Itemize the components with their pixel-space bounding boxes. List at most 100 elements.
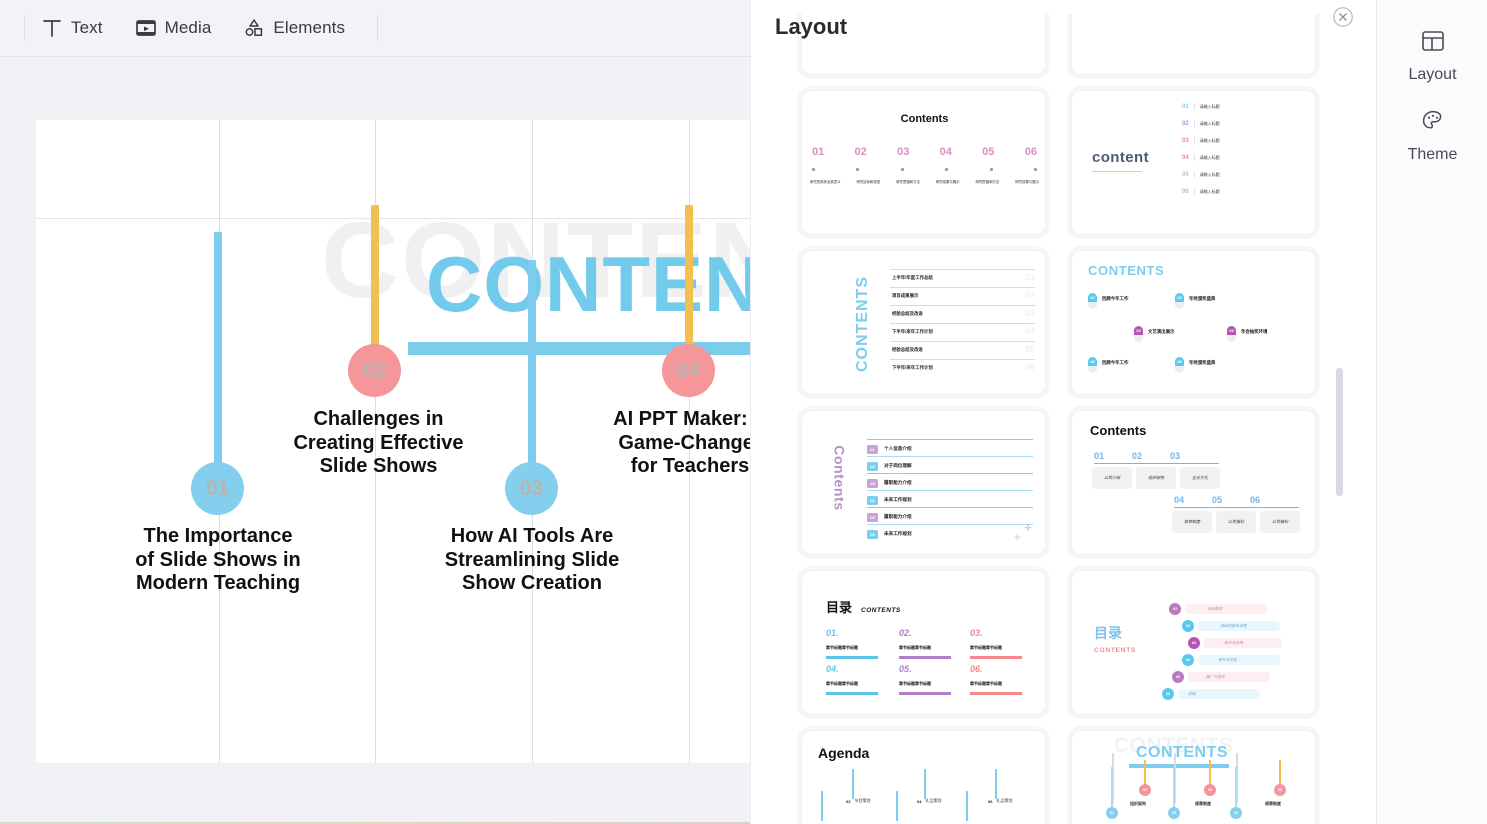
thumb-row-number: 04	[1182, 154, 1189, 161]
thumb-cell-number: 02.	[899, 628, 912, 638]
sparkle-icon: ✛	[1014, 533, 1021, 542]
layout-thumbnail[interactable]: 目录 CONTENTS 01 活动概述 02 活动内容与议程 03	[1071, 570, 1316, 715]
thumb-item-text: 规章制度	[1195, 801, 1211, 806]
thumb-row-number: 03	[1024, 308, 1035, 318]
panel-header-mask	[751, 0, 1376, 14]
thumb-card: 企业文化	[1180, 467, 1220, 489]
layout-thumbnail[interactable]: CONTENTS 01 回顾今年工作 03 年终颁奖盛典 02 文艺演出展示	[1071, 250, 1316, 395]
thumb-cell-text: 章节标题章节标题	[970, 681, 1002, 686]
layout-thumbnail[interactable]: CONTENTS CONTENTS 02 04	[1071, 730, 1316, 824]
node-03[interactable]: 03	[505, 462, 558, 515]
thumb-title: Contents	[900, 113, 949, 125]
thumb-item-number: 04	[917, 798, 922, 804]
thumb-caption: 研究的现状及其意义	[810, 180, 841, 184]
thumb-item-text: 合作与支持	[1204, 638, 1282, 648]
layout-thumbnail-scroll[interactable]: Contents 01 02 03 04 05 06	[751, 0, 1376, 824]
thumb-row-text: 请输入标题	[1199, 120, 1220, 126]
layout-thumbnail[interactable]: content 01 请输入标题 02 请输入标题	[1071, 90, 1316, 235]
node-02[interactable]: 02	[348, 344, 401, 397]
thumb-row-text: 未来工作规划	[884, 497, 912, 502]
stem-01	[214, 232, 222, 482]
thumb-row-text: 请输入标题	[1199, 171, 1220, 177]
rail-item-layout[interactable]: Layout	[1377, 28, 1487, 84]
thumb-row-text: 经验总结及改进	[892, 347, 923, 352]
thumb-cell-text: 章节标题章节标题	[899, 645, 931, 650]
thumb-title: CONTENTS	[853, 275, 871, 372]
thumb-row-text: 履职能力介绍	[884, 514, 912, 519]
node-label-line: Game-Changer	[618, 431, 750, 454]
sparkle-icon: ✛	[1024, 523, 1032, 533]
toolbar-elements-button[interactable]: Elements	[227, 8, 361, 48]
panel-scrollbar-thumb[interactable]	[1336, 368, 1343, 496]
node-label-03: How AI Tools Are Streamlining Slide Show…	[424, 525, 640, 596]
media-icon	[135, 17, 157, 39]
node-label-line: Show Creation	[461, 572, 602, 595]
thumb-caption: 研究思路和方法	[975, 180, 1000, 184]
layout-thumbnail[interactable]: Agenda 02 节目策划 04 礼品策划	[801, 730, 1046, 824]
close-icon[interactable]	[1332, 6, 1354, 28]
thumb-row-text: 个人信息介绍	[884, 446, 912, 451]
slide-blue-title[interactable]: CONTENTS	[426, 240, 750, 328]
thumb-title: 目录	[1094, 625, 1122, 641]
thumb-row-text: 下半年/来年工作计划	[892, 329, 933, 334]
layout-thumbnail[interactable]: Contents 01 02 03 04 05 06	[801, 90, 1046, 235]
layout-icon	[1420, 28, 1446, 59]
slide-canvas[interactable]: CONTENTS CONTENTS 01 The Importance of S…	[36, 120, 750, 763]
stem-02	[371, 205, 379, 365]
thumb-row-number: 06	[1024, 362, 1035, 372]
thumb-number: 01	[1094, 451, 1105, 461]
thumb-cell-text: 章节标题章节标题	[826, 645, 858, 650]
guide-line-horizontal	[36, 218, 750, 219]
layout-thumbnail[interactable]: Contents 01 02 03 公司介绍 组织架构 企业文化 04	[1071, 410, 1316, 555]
thumb-row-text: 对于岗位理解	[884, 463, 912, 468]
toolbar-text-button[interactable]: Text	[25, 8, 119, 48]
node-04[interactable]: 04	[662, 344, 715, 397]
thumb-card: 公司福利	[1216, 511, 1256, 533]
panel-title: Layout	[775, 14, 848, 39]
thumb-cell-number: 05.	[899, 664, 912, 674]
thumb-item-text: 节目策划	[854, 798, 871, 803]
thumb-number: 04	[1174, 495, 1185, 505]
node-01[interactable]: 01	[191, 462, 244, 515]
thumb-number: 05	[982, 146, 995, 158]
node-label-line: Slide Shows	[319, 455, 438, 478]
thumb-row-number: 03	[1182, 137, 1189, 144]
node-label-04: AI PPT Maker: A Game-Changer for Teacher…	[584, 408, 750, 479]
node-label-line: of Slide Shows in	[135, 548, 301, 571]
thumb-caption: 研究思路和方法	[896, 180, 920, 184]
thumb-card: 公司介绍	[1092, 467, 1132, 489]
thumb-cell-number: 06.	[970, 664, 983, 674]
thumb-number: 01	[812, 146, 825, 158]
thumb-title: CONTENTS	[1136, 744, 1228, 761]
thumb-item-text: 回顾今年工作	[1102, 360, 1129, 365]
thumb-row-text: 请输入标题	[1199, 188, 1220, 194]
guide-line-vertical	[689, 120, 690, 763]
canvas-area[interactable]: CONTENTS CONTENTS 01 The Importance of S…	[0, 57, 750, 824]
thumb-card: 公司福利	[1260, 511, 1300, 533]
thumb-row-number: 05	[1024, 344, 1035, 354]
stem-04	[685, 205, 693, 365]
layout-thumbnail[interactable]: 目录 CONTENTS 01. 章节标题章节标题 02. 章节标题章节标题	[801, 570, 1046, 715]
thumb-item-text: 年终颁奖盛典	[1189, 360, 1216, 365]
rail-item-theme[interactable]: Theme	[1377, 108, 1487, 164]
layout-thumbnail[interactable]: Contents 01 个人信息介绍 02 对于岗位理解	[801, 410, 1046, 555]
thumb-title: 目录	[826, 600, 853, 615]
layout-thumbnail[interactable]: CONTENTS 上半年/年度工作总结 01 项目成果展示 02	[801, 250, 1046, 395]
thumb-item-text: 活动概述	[1185, 604, 1267, 614]
thumb-number: 06	[1024, 146, 1037, 158]
thumb-card: 规章制度	[1172, 511, 1212, 533]
thumb-item-text: 规章制度	[1265, 801, 1281, 806]
node-label-line: Streamlining Slide	[444, 548, 620, 571]
thumb-item-text: 组织架构	[1130, 801, 1146, 806]
thumb-item-text: 礼品策划	[996, 798, 1013, 803]
thumb-item-text: 参与与交互	[1198, 655, 1280, 665]
thumb-item-text: 礼品策划	[925, 798, 942, 803]
thumb-row-text: 未来工作规划	[884, 531, 912, 536]
thumb-row-text: 经验总结及改进	[892, 311, 923, 316]
thumb-row-number: 06	[1182, 188, 1189, 195]
toolbar-media-button[interactable]: Media	[119, 8, 228, 48]
bottom-accent-strip	[0, 822, 750, 824]
thumb-number: 02	[1132, 451, 1143, 461]
thumb-item-text: 回顾今年工作	[1102, 296, 1129, 301]
